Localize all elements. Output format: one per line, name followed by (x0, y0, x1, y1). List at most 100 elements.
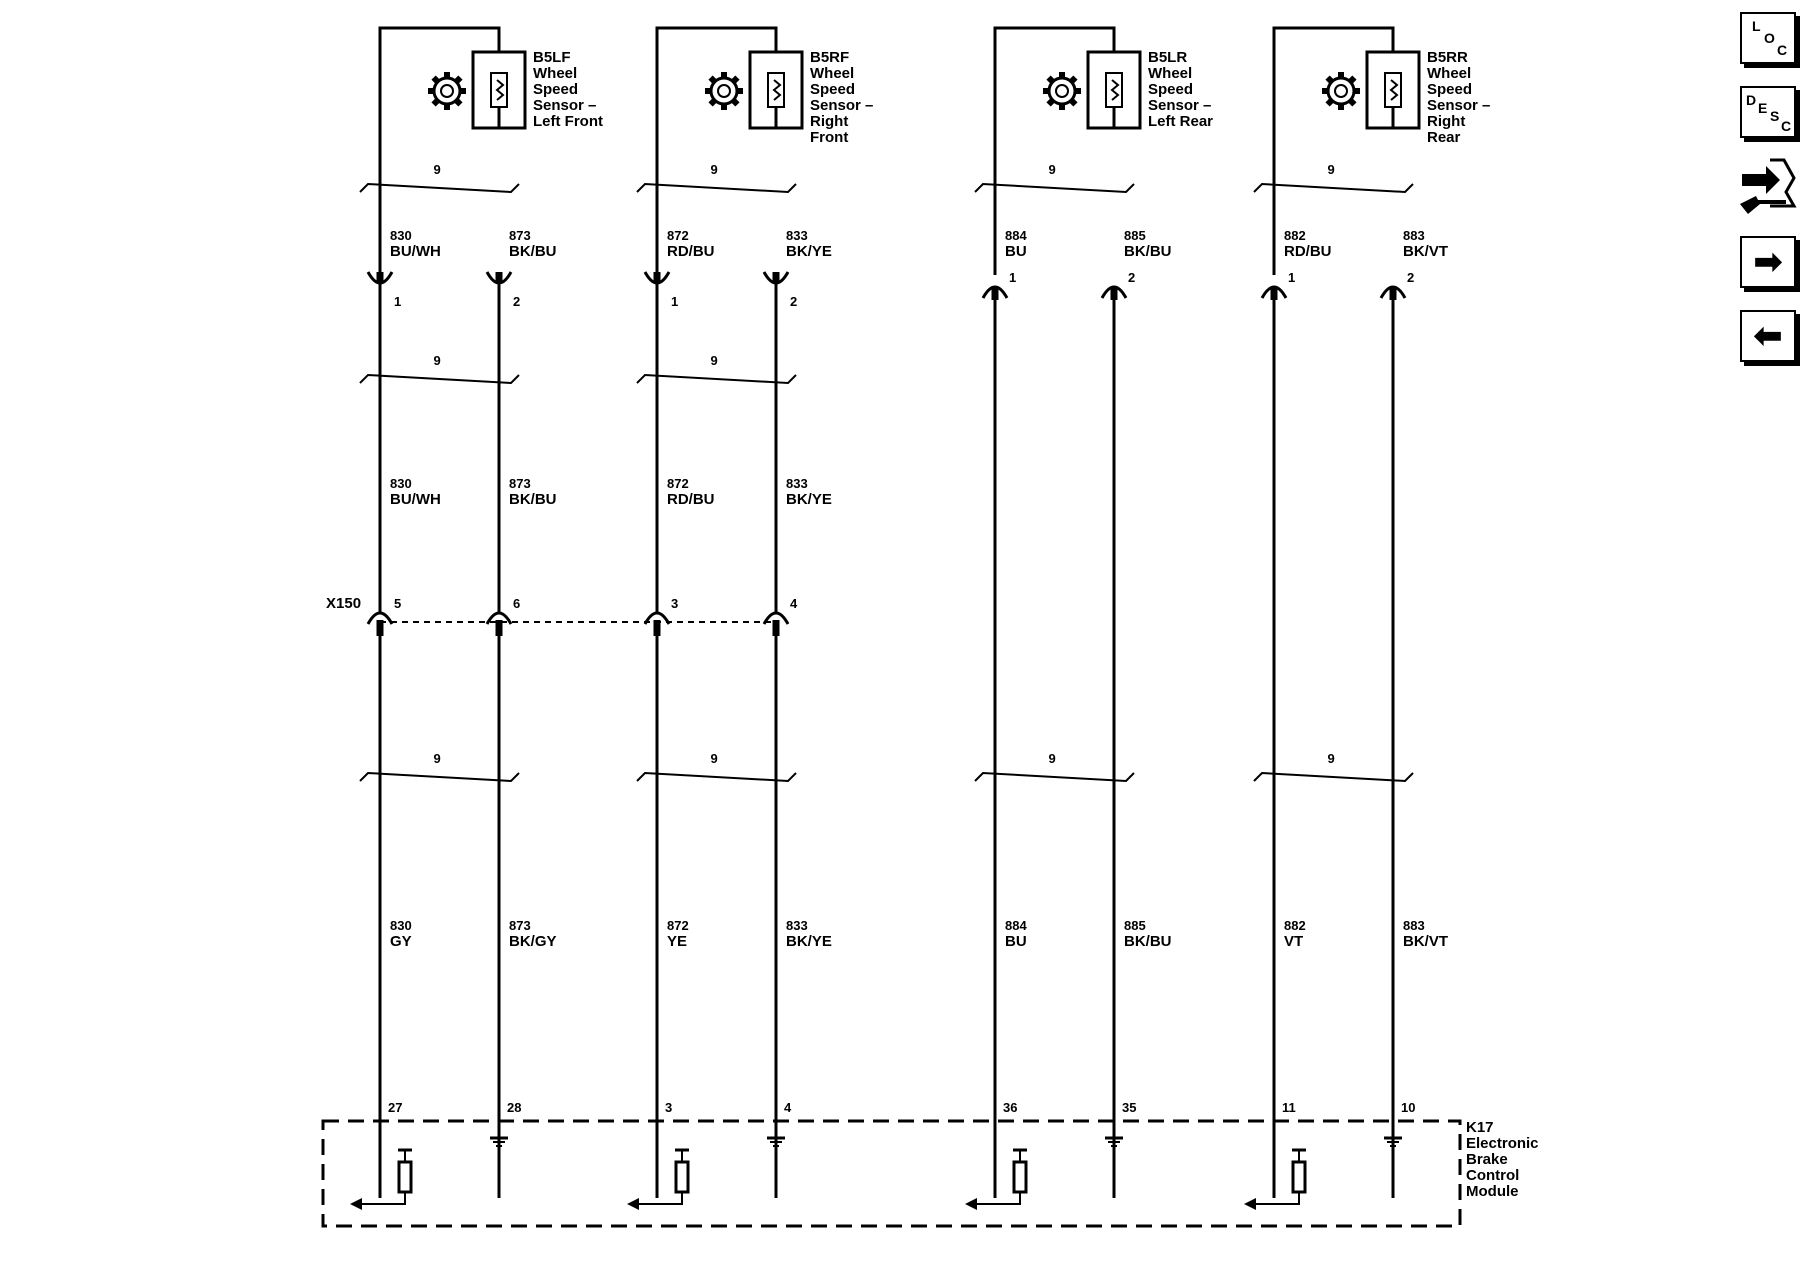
circuit-number-label: 873 (509, 918, 531, 933)
sensor-label: B5RF (810, 49, 849, 66)
signal-input-arrow-icon (1244, 1198, 1256, 1210)
next-page-arrow-icon[interactable]: ➡ (1740, 236, 1796, 288)
circuit-number-label: 833 (786, 476, 808, 491)
wire-color-label: BU/WH (390, 491, 441, 508)
loc-letter: C (1777, 42, 1788, 58)
sensor-label: Right (1427, 113, 1465, 130)
wire-color-label: BK/BU (1124, 933, 1172, 950)
twist-count-label: 9 (1328, 162, 1335, 177)
sensor-coil (495, 79, 505, 101)
gear-rim (1326, 76, 1356, 106)
wire-color-label: BU (1005, 243, 1027, 260)
sensor-loop-wire (378, 26, 501, 275)
sensor-label: Left Front (533, 113, 603, 130)
connector-pin-number: 2 (1407, 270, 1414, 285)
sensor-coil (1110, 79, 1120, 101)
twist-count-label: 9 (434, 162, 441, 177)
circuit-number-label: 872 (667, 228, 689, 243)
module-name-label: Brake (1466, 1151, 1508, 1168)
sensor-label: Wheel (1427, 65, 1471, 82)
circuit-number-label: 885 (1124, 918, 1146, 933)
sensor-element (1384, 72, 1402, 108)
twist-count-label: 9 (1328, 751, 1335, 766)
twisted-pair-marker (359, 182, 520, 194)
inline-connector-pin-number: 3 (671, 596, 678, 611)
twisted-pair-marker (636, 771, 797, 783)
sensor-label: Front (810, 129, 848, 146)
resistor-lead (657, 1192, 683, 1205)
module-pin-number: 27 (388, 1100, 402, 1115)
module-pin-number: 10 (1401, 1100, 1415, 1115)
inline-connector-pin-number: 5 (394, 596, 401, 611)
inline-connector-pin-number: 6 (513, 596, 520, 611)
twisted-pair-marker (1253, 182, 1414, 194)
sensor-element (767, 72, 785, 108)
loc-letter: O (1764, 30, 1775, 46)
desc-letter: C (1781, 118, 1792, 134)
resistor-lead (380, 1192, 406, 1205)
circuit-number-label: 873 (509, 476, 531, 491)
circuit-number-label: 872 (667, 918, 689, 933)
twisted-pair-marker (636, 373, 797, 385)
sensor-label: Rear (1427, 129, 1461, 146)
connector-end-view-icon[interactable] (1736, 152, 1800, 222)
resistor-lead (995, 1192, 1021, 1205)
module-pin-number: 4 (784, 1100, 792, 1115)
wire-color-label: BK/YE (786, 491, 832, 508)
inline-connector-pin-receptacle (762, 611, 790, 625)
twist-count-label: 9 (1049, 751, 1056, 766)
gear-rim (1047, 76, 1077, 106)
circuit-number-label: 882 (1284, 228, 1306, 243)
gear-hub (1055, 84, 1069, 98)
desc-letter: D (1746, 92, 1757, 108)
sensor-loop-wire (993, 26, 1116, 275)
twisted-pair-marker (636, 182, 797, 194)
wire-color-label: VT (1284, 933, 1303, 950)
sensor-coil (1389, 79, 1399, 101)
sensor-loop-wire (655, 26, 778, 275)
wire-color-label: BK/BU (1124, 243, 1172, 260)
resistor-icon (397, 1160, 413, 1194)
signal-input-arrow-icon (350, 1198, 362, 1210)
inline-connector-pin-receptacle (643, 611, 671, 625)
twist-count-label: 9 (711, 751, 718, 766)
circuit-number-label: 830 (390, 476, 412, 491)
location-icon[interactable]: L O C (1740, 12, 1796, 64)
wire-color-label: BK/BU (509, 243, 557, 260)
sensor-coil (772, 79, 782, 101)
desc-letter: S (1770, 108, 1780, 124)
gear-hub (1334, 84, 1348, 98)
circuit-number-label: 884 (1005, 918, 1027, 933)
wire-color-label: BK/VT (1403, 243, 1448, 260)
sensor-label: Sensor – (533, 97, 596, 114)
twist-count-label: 9 (434, 353, 441, 368)
circuit-number-label: 883 (1403, 228, 1425, 243)
inline-connector-pin-number: 4 (790, 596, 798, 611)
circuit-number-label: 883 (1403, 918, 1425, 933)
twist-count-label: 9 (711, 353, 718, 368)
connector-pin-number: 2 (1128, 270, 1135, 285)
module-name-label: Control (1466, 1167, 1519, 1184)
connector-pin-number: 2 (513, 294, 520, 309)
connector-pin-number: 1 (1288, 270, 1295, 285)
twist-count-label: 9 (711, 162, 718, 177)
sensor-label: Wheel (1148, 65, 1192, 82)
resistor-icon (674, 1160, 690, 1194)
sensor-label: Right (810, 113, 848, 130)
previous-page-arrow-icon[interactable]: ⬅ (1740, 310, 1796, 362)
module-name-label: Electronic (1466, 1135, 1539, 1152)
sensor-label: Speed (533, 81, 578, 98)
sensor-label: Sensor – (1148, 97, 1211, 114)
wire-color-label: BK/YE (786, 243, 832, 260)
connector-pin-number: 1 (1009, 270, 1016, 285)
module-name-label: Module (1466, 1183, 1519, 1200)
sensor-label: Wheel (533, 65, 577, 82)
description-icon[interactable]: D E S C (1740, 86, 1796, 138)
circuit-number-label: 873 (509, 228, 531, 243)
wire-color-label: BK/BU (509, 491, 557, 508)
wire-color-label: GY (390, 933, 412, 950)
sensor-loop-wire (1272, 26, 1395, 275)
sensor-label: Wheel (810, 65, 854, 82)
desc-letter: E (1758, 100, 1768, 116)
circuit-number-label: 872 (667, 476, 689, 491)
